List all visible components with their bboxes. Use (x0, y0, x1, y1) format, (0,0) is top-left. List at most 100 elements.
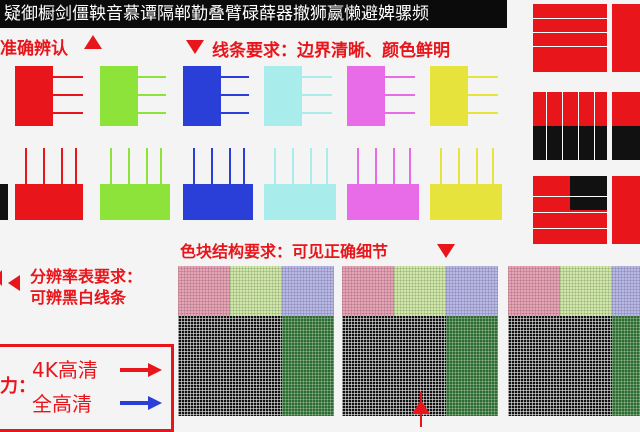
yellow-line (468, 94, 498, 96)
lines-requirement-label: 线条要求：边界清晰、颜色鲜明 (212, 41, 450, 61)
pink-tile (178, 266, 230, 316)
red-vline (75, 148, 77, 184)
red-block-v (15, 184, 83, 220)
lavender-tile (612, 266, 640, 316)
blue-vline (229, 148, 231, 184)
cyan-line (302, 76, 332, 78)
black-half (612, 126, 640, 160)
red-vline (61, 148, 63, 184)
blue-block-v (183, 184, 253, 220)
yellow-vline (458, 148, 460, 184)
green-vline (146, 148, 148, 184)
cyan-line (302, 112, 332, 114)
pink-tile (508, 266, 560, 316)
magenta-vline (393, 148, 395, 184)
red-arrow-down-icon (437, 244, 455, 258)
blue-vline (243, 148, 245, 184)
red-arrow-down-icon (186, 40, 204, 54)
white-line (533, 32, 607, 33)
yellow-line (468, 76, 498, 78)
black-block-v (0, 184, 8, 220)
magenta-block-v (347, 184, 419, 220)
blue-vline (211, 148, 213, 184)
magenta-vline (357, 148, 359, 184)
yellow-block-v (430, 184, 502, 220)
magenta-line (385, 94, 415, 96)
white-vline (594, 92, 595, 160)
black-half (533, 126, 607, 160)
cyan-vline (274, 148, 276, 184)
green-vline (160, 148, 162, 184)
green-line (138, 112, 166, 114)
blue-vline (193, 148, 195, 184)
magenta-line (385, 76, 415, 78)
cyan-vline (310, 148, 312, 184)
green-line (138, 76, 166, 78)
legend-cut-label: 力： (0, 376, 36, 397)
bw-fine-tile (508, 316, 612, 416)
magenta-vline (409, 148, 411, 184)
lavender-tile (282, 266, 334, 316)
fullhd-label: 全高清 (32, 392, 92, 416)
yellow-vline (440, 148, 442, 184)
white-line (533, 46, 607, 47)
white-vline (578, 92, 579, 160)
white-line (533, 18, 607, 19)
green-fine-tile (612, 316, 640, 416)
black-quarter (570, 176, 607, 210)
white-line (533, 196, 607, 197)
red-line (53, 76, 83, 78)
cyan-block-v (264, 184, 336, 220)
green-line (138, 94, 166, 96)
red-arrow-left-icon (8, 275, 20, 291)
red-block-right-4 (612, 176, 640, 244)
magenta-vline (375, 148, 377, 184)
cyan-block-h (264, 66, 302, 126)
white-vline (562, 92, 563, 160)
test-chart-banner: 疑御橱剑僵鞅音慕谭隔郸勤叠臂碌薛器撤狮嬴懒避婢骡频 (0, 0, 507, 28)
blue-line (221, 76, 249, 78)
white-vline (546, 92, 547, 160)
green-fine-tile (446, 316, 498, 416)
white-line (533, 212, 607, 213)
blue-line (221, 112, 249, 114)
resolution-legend-box (0, 344, 174, 432)
fourk-label: 4K高清 (32, 358, 98, 382)
green-vline (128, 148, 130, 184)
cyan-vline (292, 148, 294, 184)
yellow-line (468, 112, 498, 114)
green-vline (110, 148, 112, 184)
bw-fine-tile (342, 316, 446, 416)
accurate-label: 准确辨认 (0, 39, 68, 59)
red-arrow-up-icon (84, 35, 102, 49)
green-block-h (100, 66, 138, 126)
cyan-vline (326, 148, 328, 184)
magenta-line (385, 112, 415, 114)
color-block-requirement-label: 色块结构要求：可见正确细节 (180, 242, 389, 261)
yellow-vline (476, 148, 478, 184)
bw-fine-tile (178, 316, 282, 416)
magenta-block-h (347, 66, 385, 126)
red-block-right-1 (533, 4, 607, 72)
red-arrow-left-icon (0, 270, 2, 286)
cyan-line (302, 94, 332, 96)
red-line (53, 112, 83, 114)
green-block-v (100, 184, 170, 220)
lavender-tile (446, 266, 498, 316)
red-line (53, 94, 83, 96)
green-fine-tile (282, 316, 334, 416)
red-arrow-right-icon (120, 363, 162, 377)
red-vline (43, 148, 45, 184)
white-line (533, 228, 607, 229)
blue-line (221, 94, 249, 96)
blue-arrow-right-icon (120, 396, 162, 410)
yellow-vline (492, 148, 494, 184)
red-block-h (15, 66, 53, 126)
lightgreen-tile (560, 266, 612, 316)
red-arrow-up-icon (412, 400, 430, 414)
red-block-right-2 (612, 4, 640, 72)
yellow-block-h (430, 66, 468, 126)
resolution-requirement-label: 分辨率表要求： (30, 267, 143, 286)
pink-tile (342, 266, 394, 316)
blue-block-h (183, 66, 221, 126)
